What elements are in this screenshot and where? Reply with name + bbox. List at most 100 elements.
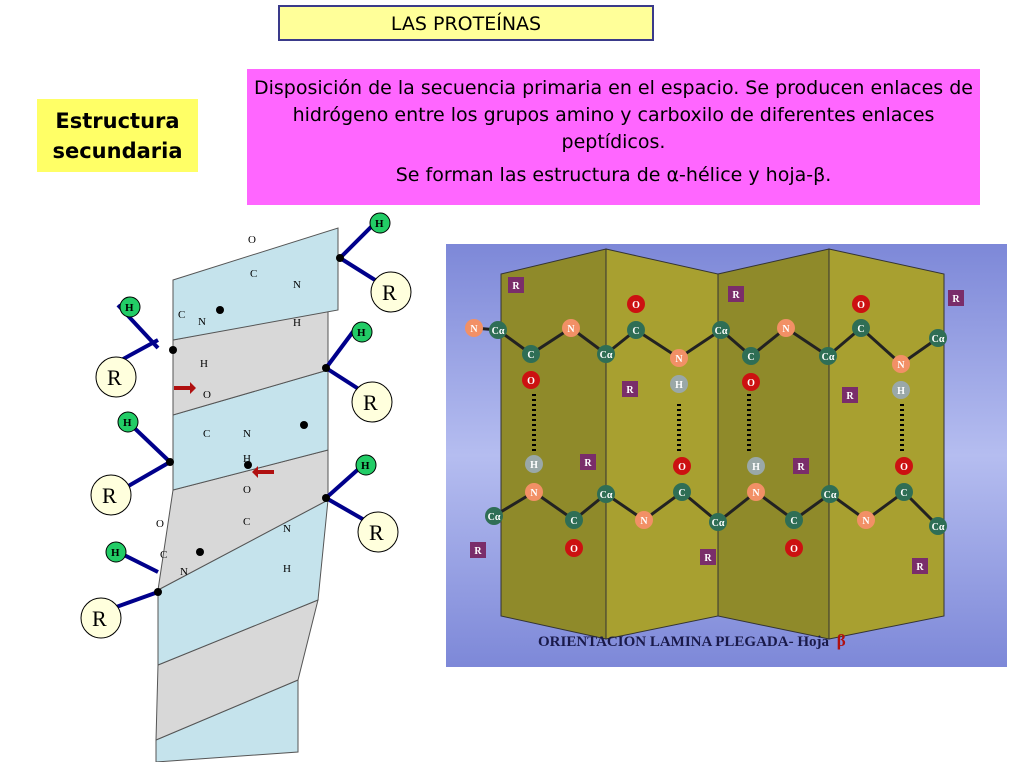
sheet-caption: ORIENTACION LAMINA PLEGADA- Hoja β xyxy=(538,631,846,650)
svg-text:R: R xyxy=(797,462,805,473)
svg-text:H: H xyxy=(752,462,760,473)
svg-text:R: R xyxy=(382,280,397,305)
svg-text:N: N xyxy=(640,516,648,527)
svg-text:N: N xyxy=(862,516,870,527)
svg-text:R: R xyxy=(626,385,634,396)
helix-ribbon xyxy=(155,227,339,762)
svg-text:Cα: Cα xyxy=(822,352,835,363)
structure-label-line2: secundaria xyxy=(52,139,183,163)
svg-text:H: H xyxy=(283,563,291,575)
svg-text:Cα: Cα xyxy=(932,522,945,533)
svg-text:N: N xyxy=(530,488,538,499)
alpha-helix-diagram: O C N C N H H O C N H O C N H O C N H H … xyxy=(80,212,412,762)
sheet-top-strand: N Cα C O N Cα C O N H Cα C O N Cα C O N … xyxy=(465,277,964,403)
svg-text:H: H xyxy=(357,327,366,339)
helix-arrows xyxy=(174,382,274,478)
svg-text:R: R xyxy=(369,520,384,545)
svg-text:O: O xyxy=(203,389,211,401)
svg-text:Cα: Cα xyxy=(600,490,613,501)
description-paragraph-2: Se forman las estructura de α-hélice y h… xyxy=(395,164,832,186)
sheet-hydrogen-bonds xyxy=(532,394,904,452)
helix-backbone-atoms: O C N C N H H O C N H O C N H O C N xyxy=(156,234,301,578)
svg-text:N: N xyxy=(470,324,478,335)
svg-text:O: O xyxy=(248,234,256,246)
svg-text:R: R xyxy=(102,483,117,508)
svg-text:C: C xyxy=(747,352,754,363)
svg-text:R: R xyxy=(107,365,122,390)
svg-text:C: C xyxy=(527,350,534,361)
svg-text:C: C xyxy=(178,309,185,321)
svg-text:Cα: Cα xyxy=(715,326,728,337)
svg-text:R: R xyxy=(704,553,712,564)
helix-r-groups: R R R R R R xyxy=(80,271,412,639)
svg-text:H: H xyxy=(123,417,132,429)
svg-text:C: C xyxy=(203,428,210,440)
svg-text:C: C xyxy=(900,488,907,499)
svg-text:R: R xyxy=(916,562,924,573)
svg-text:O: O xyxy=(678,462,686,473)
page-title-text: LAS PROTEÍNAS xyxy=(390,13,542,35)
structure-label: Estructura secundaria xyxy=(37,99,198,172)
description-paragraph-1: Disposición de la secuencia primaria en … xyxy=(254,77,973,153)
sheet-panels xyxy=(500,248,945,640)
helix-backbone-dots xyxy=(154,254,344,596)
svg-text:N: N xyxy=(782,324,790,335)
svg-text:C: C xyxy=(632,326,639,337)
svg-text:N: N xyxy=(897,360,905,371)
svg-text:R: R xyxy=(92,606,107,631)
svg-text:N: N xyxy=(180,566,188,578)
svg-text:N: N xyxy=(198,316,206,328)
sheet-caption-text: ORIENTACION LAMINA PLEGADA- Hoja xyxy=(538,634,829,650)
svg-text:O: O xyxy=(790,544,798,555)
svg-text:N: N xyxy=(283,523,291,535)
svg-text:C: C xyxy=(857,324,864,335)
svg-text:N: N xyxy=(675,354,683,365)
svg-text:N: N xyxy=(293,279,301,291)
svg-text:R: R xyxy=(584,458,592,469)
svg-text:O: O xyxy=(632,300,640,311)
svg-text:Cα: Cα xyxy=(600,350,613,361)
svg-text:H: H xyxy=(375,218,384,230)
svg-text:N: N xyxy=(567,324,575,335)
svg-text:O: O xyxy=(900,462,908,473)
svg-text:Cα: Cα xyxy=(712,518,725,529)
svg-text:C: C xyxy=(250,268,257,280)
description-box: Disposición de la secuencia primaria en … xyxy=(247,69,980,205)
sheet-bottom-strand: H N Cα C O Cα N C O Cα N H C O Cα N C O … xyxy=(470,454,947,574)
svg-text:C: C xyxy=(678,488,685,499)
svg-text:Cα: Cα xyxy=(488,512,501,523)
svg-text:C: C xyxy=(790,516,797,527)
svg-text:H: H xyxy=(361,460,370,472)
svg-text:R: R xyxy=(363,390,378,415)
svg-text:R: R xyxy=(952,294,960,305)
svg-text:H: H xyxy=(200,358,208,370)
svg-text:H: H xyxy=(111,547,120,559)
svg-text:O: O xyxy=(527,376,535,387)
svg-text:H: H xyxy=(530,460,538,471)
svg-text:O: O xyxy=(747,378,755,389)
svg-text:H: H xyxy=(675,380,683,391)
svg-text:Cα: Cα xyxy=(824,490,837,501)
helix-hydrogen-atoms: H H H H H H xyxy=(105,212,391,563)
svg-text:O: O xyxy=(857,300,865,311)
page-title: LAS PROTEÍNAS xyxy=(278,5,654,41)
svg-text:H: H xyxy=(243,453,251,465)
structure-label-line1: Estructura xyxy=(55,109,180,133)
svg-text:O: O xyxy=(243,484,251,496)
svg-text:C: C xyxy=(570,516,577,527)
svg-text:R: R xyxy=(846,391,854,402)
svg-text:R: R xyxy=(474,546,482,557)
svg-text:O: O xyxy=(570,544,578,555)
svg-text:C: C xyxy=(160,549,167,561)
svg-text:N: N xyxy=(752,488,760,499)
svg-text:H: H xyxy=(125,302,134,314)
svg-text:R: R xyxy=(732,290,740,301)
svg-text:H: H xyxy=(897,386,905,397)
svg-text:O: O xyxy=(156,518,164,530)
sheet-caption-symbol: β xyxy=(837,631,846,650)
svg-text:R: R xyxy=(512,281,520,292)
svg-text:Cα: Cα xyxy=(492,326,505,337)
svg-text:Cα: Cα xyxy=(932,334,945,345)
svg-text:H: H xyxy=(293,317,301,329)
svg-text:C: C xyxy=(243,516,250,528)
